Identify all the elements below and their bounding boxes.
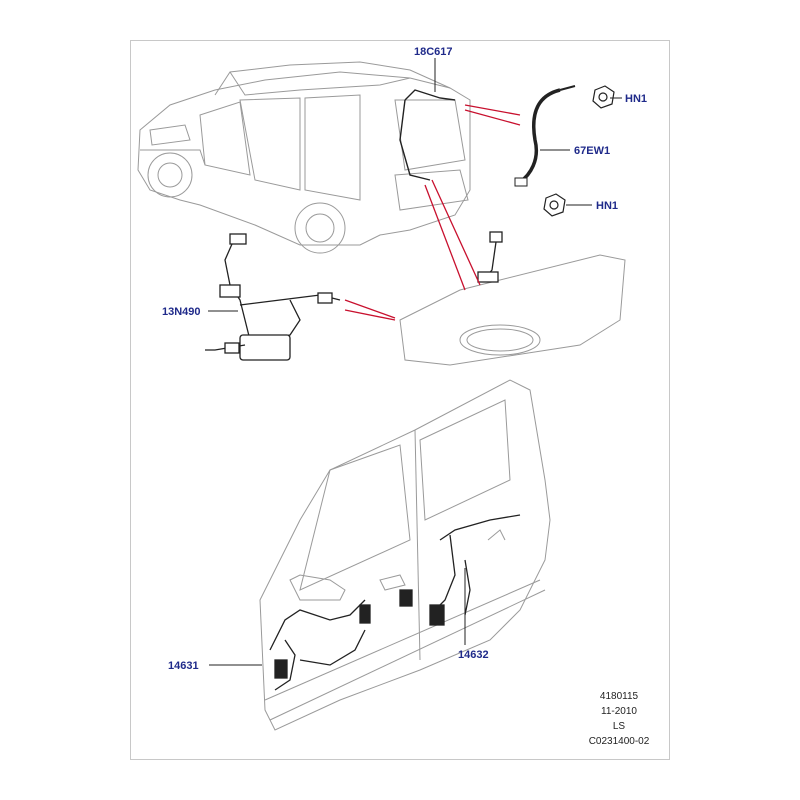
nut-hn1-top <box>592 85 615 109</box>
label-hn1-bottom: HN1 <box>596 200 619 212</box>
door-harness-14631 <box>269 599 371 691</box>
red-callout-lines <box>344 104 521 321</box>
label-13n490: 13N490 <box>162 306 201 318</box>
label-18c617: 18C617 <box>414 46 453 58</box>
tailgate-trim-panel <box>399 254 626 366</box>
vehicle-illustration <box>137 61 471 254</box>
leader-lines <box>208 58 622 666</box>
tailgate-harness <box>399 89 456 181</box>
label-hn1-top: HN1 <box>625 93 648 105</box>
nut-hn1-bottom <box>543 193 566 217</box>
reference-line-4: C0231400-02 <box>588 736 650 747</box>
label-14632: 14632 <box>458 649 489 661</box>
diagram-sheet <box>130 40 670 760</box>
reference-line-2: 11-2010 <box>601 706 637 717</box>
label-67ew1: 67EW1 <box>574 145 611 157</box>
trim-panel-harness <box>477 231 503 283</box>
label-14631: 14631 <box>168 660 199 672</box>
reference-line-3: LS <box>612 721 626 732</box>
door-harness-14632 <box>399 514 521 626</box>
reference-line-1: 4180115 <box>599 691 639 702</box>
cable-67ew1 <box>514 85 576 187</box>
harness-13n490 <box>205 233 341 361</box>
door-outline <box>259 379 551 731</box>
